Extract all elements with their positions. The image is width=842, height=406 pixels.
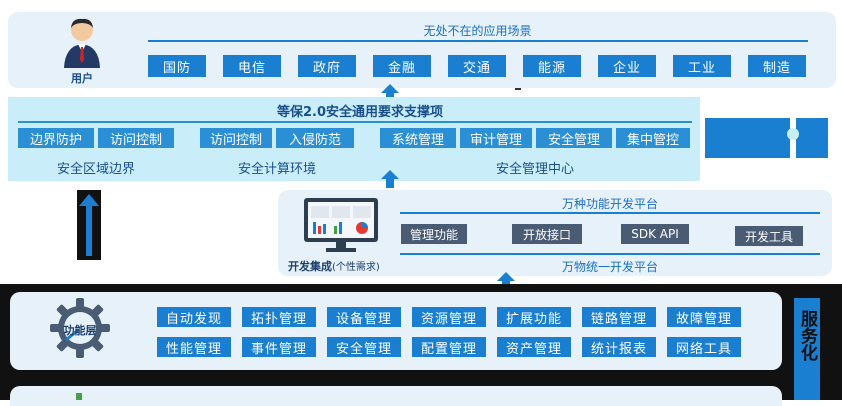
function-panel: [10, 292, 782, 370]
user-label: 用户: [71, 72, 93, 85]
function-chip: 设备管理: [327, 307, 401, 327]
security-chip: 系统管理: [380, 128, 456, 148]
security-chip: 审计管理: [460, 128, 532, 148]
scene-title: 无处不在的应用场景: [423, 24, 532, 38]
scene-chip: 交通: [448, 55, 506, 77]
function-chip: 资源管理: [412, 307, 486, 327]
next-layer-mark: [76, 393, 82, 400]
up-arrow-icon: [381, 170, 399, 179]
user-avatar-icon: [58, 16, 106, 68]
next-layer-panel: [10, 386, 782, 406]
security-chip: 边界防护: [18, 128, 94, 148]
function-chip: 拓扑管理: [242, 307, 316, 327]
function-chip: 扩展功能: [497, 307, 571, 327]
side-vertical-bar: [794, 298, 820, 400]
scene-chip: 国防: [148, 55, 206, 77]
gear-icon: [48, 296, 112, 360]
side-block: [796, 118, 828, 158]
security-chip: 访问控制: [98, 128, 174, 148]
dev-chip: 开发工具: [735, 226, 803, 246]
security-chip: 访问控制: [200, 128, 272, 148]
security-group-label: 安全区域边界: [56, 162, 135, 177]
dev-bottom-label: 万物统一开发平台: [561, 260, 658, 274]
integration-sub: (个性需求): [332, 262, 380, 273]
scene-chip: 企业: [598, 55, 656, 77]
side-dot: [787, 128, 799, 140]
function-chip: 链路管理: [582, 307, 656, 327]
dev-chip: SDK API: [621, 224, 689, 244]
dash-mark: [515, 88, 521, 90]
side-vertical-label: 服务化: [797, 310, 817, 361]
security-title-underline: [18, 121, 692, 123]
function-layer-label: 功能层: [63, 324, 97, 337]
function-chip: 自动发现: [157, 307, 231, 327]
dev-bottom-line: [400, 253, 820, 255]
scene-chip: 制造: [748, 55, 806, 77]
function-chip: 事件管理: [242, 337, 316, 357]
dev-chip: 开放接口: [512, 224, 582, 244]
arrow-shaft: [386, 178, 394, 188]
up-arrow-icon: [381, 84, 399, 93]
security-chip: 集中管控: [616, 128, 690, 148]
integration-title: 开发集成: [288, 260, 332, 273]
scene-title-underline: [148, 40, 808, 42]
function-chip: 统计报表: [582, 337, 656, 357]
security-group-label: 安全计算环境: [237, 162, 316, 177]
monitor-icon: [302, 196, 380, 254]
arrow-shaft: [386, 92, 394, 98]
scene-chip: 金融: [373, 55, 431, 77]
scene-chip: 能源: [523, 55, 581, 77]
function-chip: 性能管理: [157, 337, 231, 357]
dev-title: 万种功能开发平台: [561, 197, 658, 211]
up-arrow-icon: [497, 272, 515, 281]
scene-chip: 工业: [673, 55, 731, 77]
integration-label: 开发集成(个性需求): [288, 258, 398, 274]
scene-chip: 电信: [223, 55, 281, 77]
scene-chip: 政府: [298, 55, 356, 77]
function-chip: 配置管理: [412, 337, 486, 357]
big-up-arrow-icon: [77, 190, 101, 260]
function-chip: 故障管理: [667, 307, 741, 327]
security-chip: 入侵防范: [276, 128, 354, 148]
function-chip: 安全管理: [327, 337, 401, 357]
function-chip: 资产管理: [497, 337, 571, 357]
security-group-label: 安全管理中心: [495, 162, 574, 177]
function-chip: 网络工具: [667, 337, 741, 357]
dev-title-underline: [400, 212, 820, 214]
side-block: [705, 118, 790, 158]
dev-chip: 管理功能: [401, 224, 467, 244]
security-title: 等保2.0安全通用要求支撑项: [276, 105, 444, 120]
security-chip: 安全管理: [536, 128, 612, 148]
